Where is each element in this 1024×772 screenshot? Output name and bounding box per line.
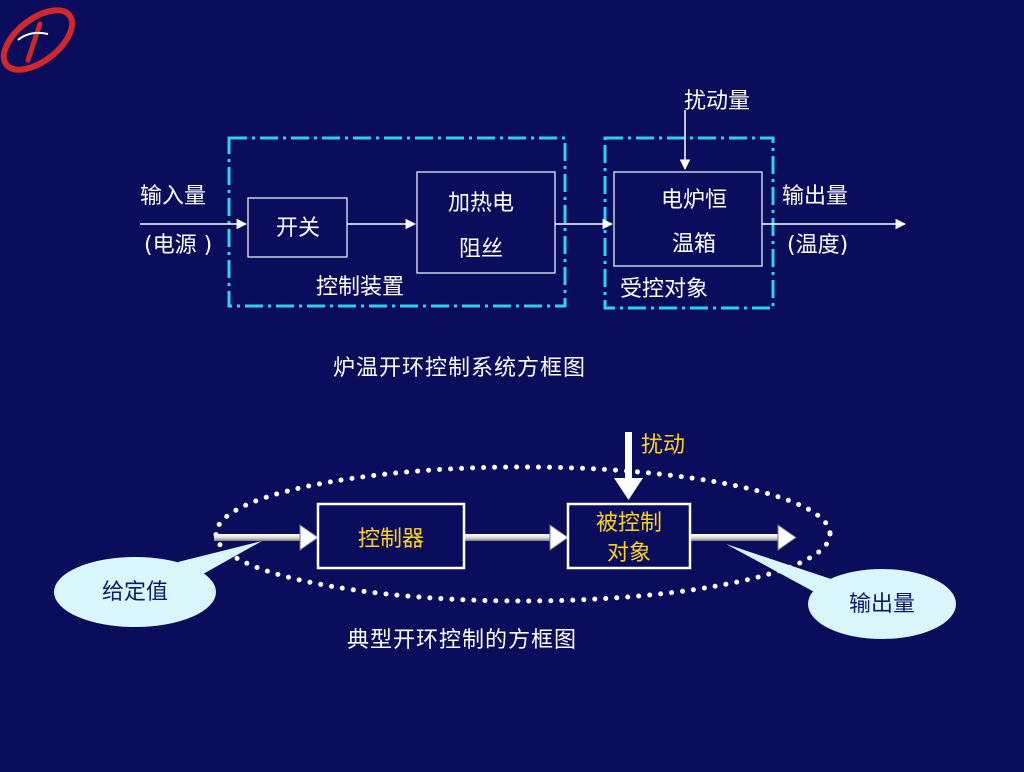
caption-furnace: 炉温开环控制系统方框图 (333, 356, 586, 381)
controller-group-label: 控制装置 (316, 275, 404, 300)
input-sublabel: (电源 ) (144, 233, 212, 258)
disturbance-thick-arrow (614, 432, 643, 500)
output-thick-arrow (690, 524, 797, 551)
output-sublabel: (温度) (787, 233, 848, 258)
diagram-furnace: 扰动量 输入量 (电源 ) 开关 加热电 阻丝 控制装置 电炉恒 温箱 受控对象… (140, 89, 907, 381)
output-label: 输出量 (782, 184, 848, 209)
logo-icon (0, 7, 76, 73)
plant-label-line1: 被控制 (596, 511, 662, 536)
diagram-typical: 扰动 控制器 被控制 对象 给定值 输出量 典型开环控制的方框图 (54, 432, 956, 653)
setpoint-label: 给定值 (102, 580, 168, 605)
plant-label-line2: 对象 (607, 541, 651, 566)
heater-block (416, 171, 556, 274)
switch-label: 开关 (276, 216, 320, 241)
controller-to-plant-thick-arrow (464, 524, 569, 551)
furnace-label-line1: 电炉恒 (661, 188, 727, 213)
controller-block (316, 502, 466, 570)
disturbance2-label: 扰动 (641, 433, 685, 458)
switch-block (247, 197, 348, 258)
heater-label-line2: 阻丝 (459, 237, 503, 262)
heater-label-line1: 加热电 (448, 191, 514, 216)
furnace-block (613, 171, 763, 267)
input-label: 输入量 (140, 184, 206, 209)
output2-label: 输出量 (849, 592, 915, 617)
plant-group-label: 受控对象 (620, 277, 708, 302)
caption-typical: 典型开环控制的方框图 (347, 628, 577, 653)
furnace-label-line2: 温箱 (672, 232, 716, 257)
setpoint-callout-tail (178, 541, 262, 578)
output-callout-tail (726, 544, 840, 594)
plant-block (566, 502, 692, 570)
setpoint-thick-arrow (214, 524, 319, 551)
controller-group-box (227, 136, 567, 308)
output-bubble (808, 569, 956, 639)
setpoint-bubble (54, 557, 216, 627)
disturbance-label: 扰动量 (684, 89, 750, 114)
controller-label: 控制器 (358, 527, 424, 552)
